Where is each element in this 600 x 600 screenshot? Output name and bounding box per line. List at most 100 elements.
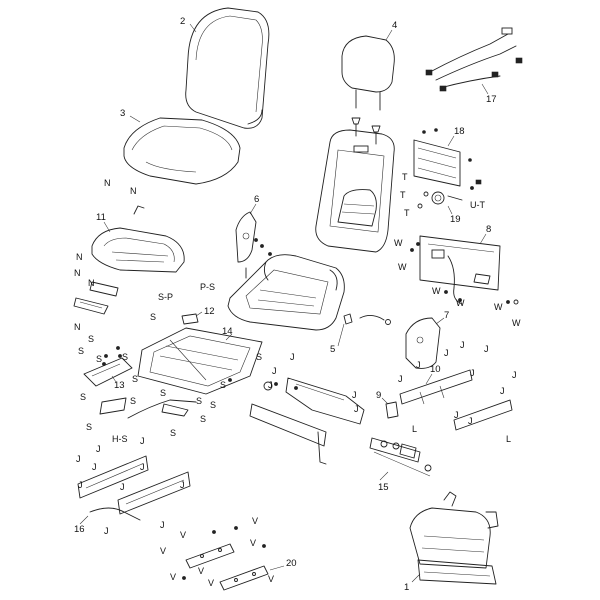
label-s: S [200,414,206,424]
part-2-back-cushion [185,7,270,129]
callout-1: 1 [404,582,409,593]
callout-7: 7 [444,310,449,321]
part-3-seat-cushion [123,115,241,185]
label-w: W [398,262,407,272]
callout-4: 4 [392,20,397,31]
label-v: V [252,516,258,526]
label-s: S [210,400,216,410]
label-j: J [92,462,97,472]
label-w: W [456,298,465,308]
seat-base-frame [227,254,345,331]
label-j: J [470,368,475,378]
part-19-knob [417,179,482,215]
label-t: T [400,190,406,200]
label-s: S [80,392,86,402]
label-u-t: U-T [470,200,485,210]
label-j: J [354,404,359,414]
label-v: V [180,530,186,540]
label-w: W [512,318,521,328]
label-s: S [196,396,202,406]
label-w: W [432,286,441,296]
callout-19: 19 [450,214,461,225]
label-s: S [150,312,156,322]
label-j: J [484,344,489,354]
callout-6: 6 [254,194,259,205]
label-j: J [398,374,403,384]
callout-16: 16 [74,524,85,535]
part-11-seat-pan [91,205,185,273]
label-p-s: P-S [200,282,215,292]
callout-9: 9 [376,390,381,401]
label-s: S [160,388,166,398]
label-j: J [512,370,517,380]
callout-3: 3 [120,108,125,119]
label-j: J [120,482,125,492]
label-n: N [74,268,81,278]
label-j: J [468,416,473,426]
label-t: T [404,208,410,218]
callout-15: 15 [378,482,389,493]
label-v: V [250,538,256,548]
label-s: S [78,346,84,356]
part-14-seat-plate [137,327,263,395]
part-5-lever [337,313,391,347]
label-t: T [402,172,408,182]
part-17-wiring-harness [425,27,523,95]
small-bracket-lower [99,397,127,415]
label-s: S [220,380,226,390]
label-v: V [198,566,204,576]
number-callouts: 2 3 4 17 18 19 6 8 11 12 14 5 7 13 10 9 … [74,16,497,593]
callout-14: 14 [222,326,233,337]
label-l: L [506,434,511,444]
label-j: J [444,348,449,358]
label-j: J [460,340,465,350]
callout-12: 12 [204,306,215,317]
label-s: S [130,396,136,406]
part-9-actuator [381,397,399,419]
callout-18: 18 [454,126,465,137]
callout-5: 5 [330,344,335,355]
label-j: J [104,526,109,536]
label-l: L [412,424,417,434]
label-s: S [96,354,102,364]
part-15-linkage [369,437,432,481]
callout-11: 11 [96,212,106,223]
callout-2: 2 [180,16,185,27]
h-s-rod [127,399,197,419]
label-n: N [130,186,137,196]
label-n: N [76,252,83,262]
part-7-side-panel [405,317,445,369]
label-h-s: H-S [112,434,128,444]
label-v: V [170,572,176,582]
label-j: J [160,520,165,530]
label-s: S [88,334,94,344]
callout-8: 8 [486,224,491,235]
label-s-p: S-P [158,292,173,302]
callout-10: 10 [430,364,441,375]
part-12-clip [181,311,203,325]
label-j: J [140,462,145,472]
callout-20: 20 [286,558,297,569]
label-j: J [140,436,145,446]
seat-back-frame [315,129,395,253]
callout-13: 13 [114,380,125,391]
label-j: J [454,410,459,420]
label-j: J [500,386,505,396]
label-n: N [88,278,95,288]
part-16-slide-rail [77,455,191,525]
label-j: J [290,352,295,362]
label-s: S [170,428,176,438]
part-4-headrest [341,29,395,145]
left-n-brackets [73,281,119,315]
part-10-side-rails [399,369,513,431]
label-j: J [352,390,357,400]
headrest-bolts [351,117,381,145]
label-v: V [208,578,214,588]
label-j: J [268,380,273,390]
label-w: W [394,238,403,248]
label-j: J [416,360,421,370]
label-s: S [132,374,138,384]
part-6-side-bracket [235,203,272,279]
label-n: N [104,178,111,188]
